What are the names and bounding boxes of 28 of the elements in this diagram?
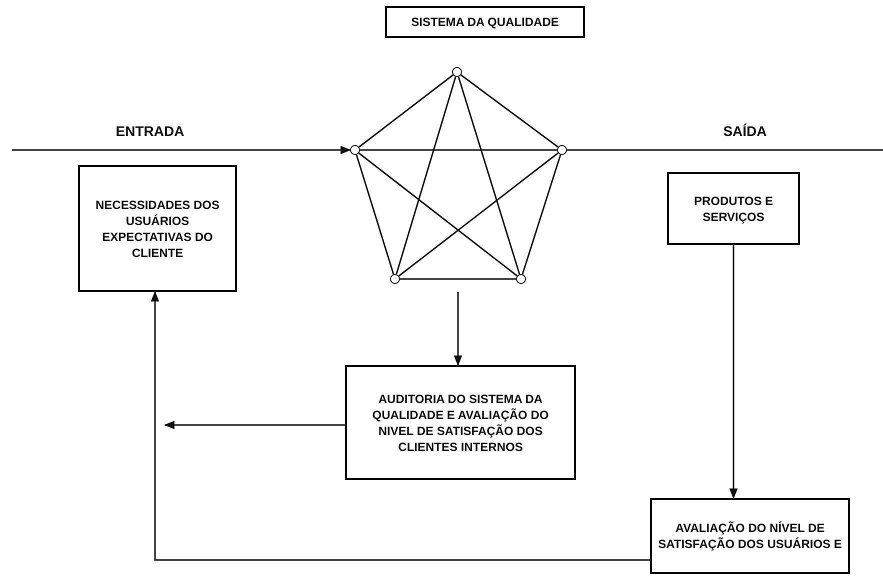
connector-line [396,76,456,274]
process-box: PRODUTOS E SERVIÇOS [667,172,800,245]
process-box: NECESSIDADES DOS USUÁRIOS EXPECTATIVAS DO CLIENTE [78,165,237,292]
connector-line [356,154,394,274]
arrow [729,245,738,500]
arrow [454,292,462,366]
connector-line [358,152,518,276]
edge-label: ENTRADA [116,123,184,139]
connector-line [567,149,883,151]
vertex-circle [390,274,400,284]
connector-line [522,154,562,274]
arrow [164,420,345,430]
connector-line [398,152,558,276]
vertex-circle [557,145,567,155]
process-box: AUDITORIA DO SISTEMA DA QUALIDADE E AVALIAÇÃO DO NIVEL DE SATISFAÇÃO DOS CLIENTES INTERNOS [345,365,576,480]
process-box: SISTEMA DA QUALIDADE [385,6,585,38]
arrow [12,146,352,154]
edge-label: SAÍDA [723,123,767,139]
connector-line [358,74,454,148]
connector-line [460,74,558,148]
arrow [150,290,650,561]
connector-line [458,76,520,274]
vertex-circle [452,67,462,77]
process-box: AVALIAÇÃO DO NÍVEL DE SATISFAÇÃO DOS USUÁRIOS E [650,498,850,574]
connector-line [400,278,516,280]
vertex-circle [516,274,526,284]
vertex-circle [350,145,360,155]
connector-line [360,149,557,151]
